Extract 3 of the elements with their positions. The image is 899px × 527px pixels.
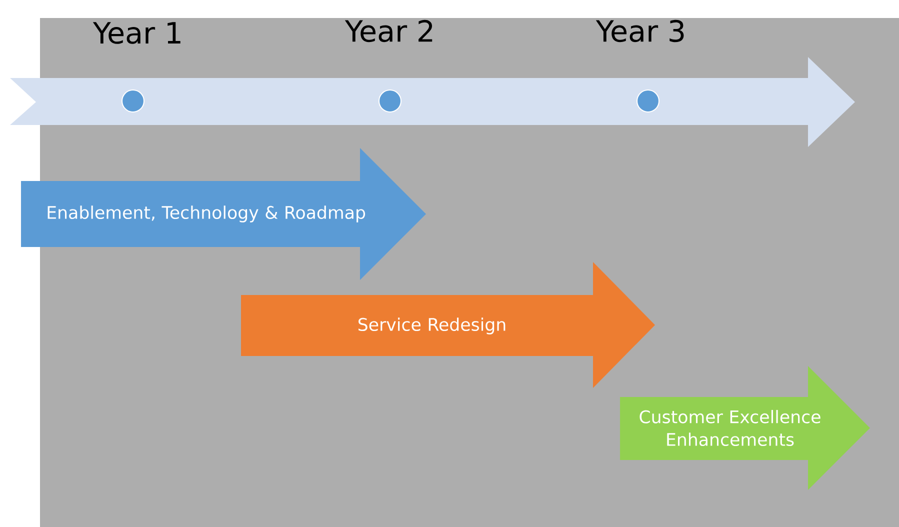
year-label: Year 2 (344, 20, 432, 42)
year-label: Year 3 (596, 20, 684, 42)
year-label: Year 1 (92, 22, 180, 44)
